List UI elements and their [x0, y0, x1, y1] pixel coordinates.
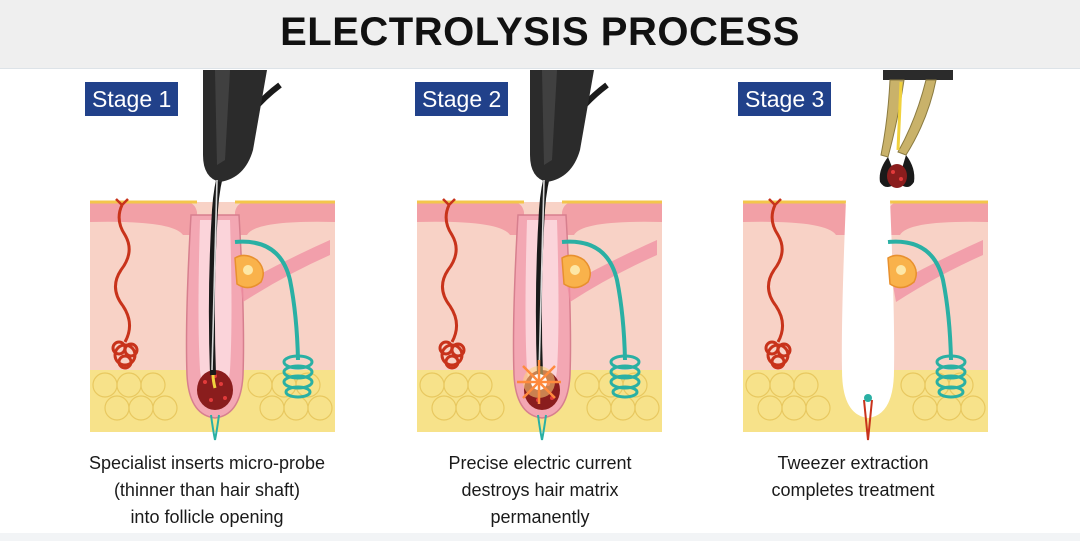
- hair-bulb: [197, 370, 233, 410]
- arrector-muscle: [893, 240, 983, 302]
- epidermis-right: [888, 202, 988, 235]
- nerve-coil: [935, 354, 967, 399]
- epidermis-right: [562, 202, 662, 235]
- stage-1-badge: Stage 1: [85, 82, 179, 116]
- nerve-coil: [282, 354, 314, 399]
- stage-1-caption-line-1: Specialist inserts micro-probe: [88, 453, 326, 473]
- epidermis-left: [743, 202, 850, 235]
- arrector-muscle: [567, 240, 657, 302]
- nerve-fiber: [234, 239, 300, 361]
- spark-icon: [517, 360, 561, 404]
- electrolysis-probe-icon: [203, 70, 267, 371]
- stage-3-caption: Tweezer extraction completes treatment: [688, 450, 1018, 504]
- blood-vessel: [114, 204, 131, 343]
- footer-strip: [0, 533, 1080, 541]
- skin-diagram-stage-1: [90, 70, 335, 441]
- vessel-coil: [764, 340, 792, 370]
- vessel-coil: [438, 340, 466, 370]
- epidermis-left: [90, 202, 197, 235]
- stage-3-caption-line-1: Tweezer extraction: [777, 453, 929, 473]
- empty-follicle: [841, 200, 895, 418]
- stage-3-badge: Stage 3: [738, 82, 832, 116]
- stage-1-panel: Stage 1: [85, 70, 355, 450]
- stage-3-panel: Stage 3: [738, 70, 1008, 450]
- epidermis-right: [235, 202, 335, 235]
- blood-vessel: [767, 204, 784, 343]
- stage-2-caption-line-2: destroys hair matrix: [461, 480, 619, 500]
- stage-1-caption: Specialist inserts micro-probe (thinner …: [42, 450, 372, 531]
- tweezer-icon: [879, 70, 953, 188]
- nerve-coil: [609, 354, 641, 399]
- page-title: ELECTROLYSIS PROCESS: [280, 10, 800, 54]
- electrolysis-probe-icon: [530, 70, 594, 376]
- stage-2-caption-line-1: Precise electric current: [448, 453, 632, 473]
- nerve-fiber: [887, 239, 953, 361]
- stage-2-caption-line-3: permanently: [490, 507, 590, 527]
- stage-1-caption-line-3: into follicle opening: [130, 507, 284, 527]
- skin-diagram-stage-2: [417, 70, 662, 441]
- header-bar: ELECTROLYSIS PROCESS: [0, 0, 1080, 69]
- stage-3-caption-line-2: completes treatment: [771, 480, 935, 500]
- stage-1-caption-line-2: (thinner than hair shaft): [113, 480, 301, 500]
- epidermis-left: [417, 202, 524, 235]
- nerve-fiber: [561, 239, 627, 361]
- skin-diagram-stage-3: [743, 70, 988, 441]
- arrector-muscle: [240, 240, 330, 302]
- stage-2-panel: Stage 2: [412, 70, 682, 450]
- stage-2-badge: Stage 2: [415, 82, 509, 116]
- blood-vessel: [441, 204, 458, 343]
- vessel-coil: [111, 340, 139, 370]
- stage-2-caption: Precise electric current destroys hair m…: [375, 450, 705, 531]
